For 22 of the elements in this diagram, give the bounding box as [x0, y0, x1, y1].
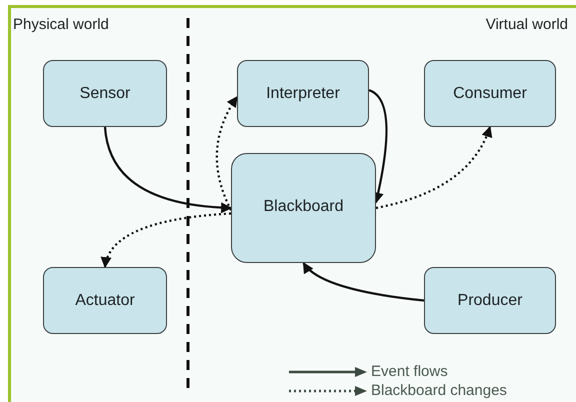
process-box: [231, 153, 376, 263]
dotted-arrow: [102, 212, 232, 268]
node-label: Blackboard: [263, 198, 344, 216]
legend-label: Event flows: [371, 363, 448, 380]
node-label: Interpreter: [266, 84, 340, 102]
dotted-arrow: [376, 126, 492, 210]
arrow: [302, 262, 424, 302]
region-label: Virtual world: [486, 16, 568, 33]
legend-label: Blackboard changes: [371, 382, 507, 399]
process-box: [237, 60, 369, 127]
node-label: Sensor: [80, 84, 130, 102]
arrow: [104, 126, 232, 213]
node-label: Consumer: [453, 84, 527, 102]
process-box: [43, 60, 167, 127]
node-label: Actuator: [75, 292, 135, 310]
arrow: [368, 89, 388, 204]
node-label: Producer: [458, 292, 522, 310]
region-label: Physical world: [13, 16, 109, 33]
process-box: [43, 267, 167, 334]
process-box: [424, 267, 556, 334]
process-box: [424, 60, 556, 127]
dotted-arrow: [216, 96, 238, 211]
